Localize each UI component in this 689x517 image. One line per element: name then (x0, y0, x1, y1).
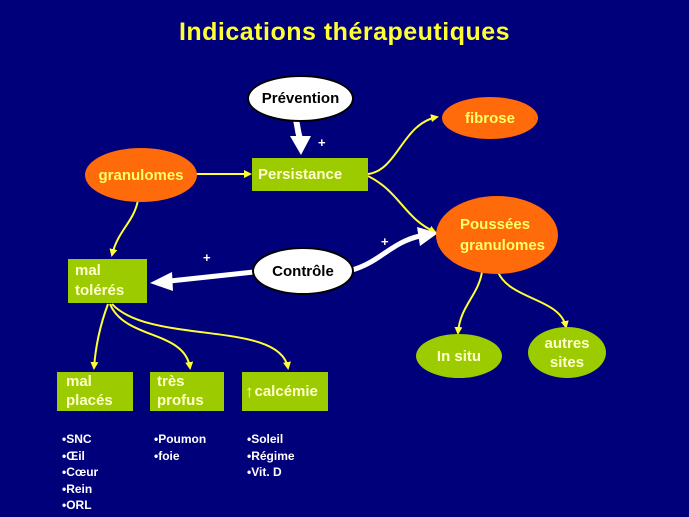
mal-toleres-line-2: tolérés (75, 282, 125, 299)
node-persistance: Persistance (252, 158, 368, 191)
arrow-granulomes-maltoleres (109, 199, 139, 257)
arrow-controle-maltoleres (169, 269, 255, 284)
arrow-maltoleres-calcemie (111, 303, 291, 370)
node-granulomes: granulomes (85, 148, 197, 202)
node-tres-profus: très profus (150, 372, 224, 411)
list-item: •Poumon (154, 432, 207, 446)
node-mal-places: mal placés (57, 372, 133, 411)
tres-profus-line-2: profus (157, 392, 204, 409)
arrow-maltoleres-tresprofus (109, 303, 194, 370)
page-title: Indications thérapeutiques (178, 18, 511, 46)
list-item: •Rein (62, 481, 93, 496)
arrow-prevention-persistance (293, 119, 303, 140)
node-autres-sites: autres sites (528, 327, 606, 378)
node-poussees: Poussées granulomes (436, 196, 558, 274)
tres-profus-line-1: très (157, 373, 185, 390)
arrowhead-controle-right (417, 227, 438, 246)
list-item: •Œil (62, 448, 85, 463)
list-item: •Soleil (247, 432, 284, 446)
arrowhead-prevention (290, 136, 311, 155)
poussees-line-2: granulomes (460, 237, 546, 254)
list-item: •SNC (62, 432, 92, 446)
list-item: •ORL (62, 498, 92, 512)
list-item: •Régime (247, 448, 295, 463)
controle-plus-sign-right: + (381, 234, 389, 249)
arrowhead-controle-left (150, 272, 173, 291)
autres-sites-line-2: sites (549, 353, 585, 371)
list-calcemie: •Soleil •Régime •Vit. D (247, 431, 295, 481)
node-fibrose: fibrose (442, 97, 538, 139)
arrow-poussees-insitu (454, 271, 483, 335)
list-tres-profus: •Poumon •foie (154, 431, 206, 464)
arrow-maltoleres-malplaces (90, 303, 109, 370)
list-item: •Vit. D (247, 465, 282, 479)
autres-sites-line-1: autres (544, 334, 590, 352)
prevention-plus-sign: + (318, 135, 326, 150)
node-calcemie: ↑ calcémie (242, 372, 328, 411)
up-arrow-icon: ↑ (245, 381, 254, 401)
node-prevention: Prévention (247, 75, 354, 122)
calcemie-label: calcémie (254, 382, 318, 400)
list-item: •Cœur (62, 465, 99, 479)
arrow-poussees-autressites (497, 271, 569, 329)
list-mal-places: •SNC •Œil •Cœur •Rein •ORL (62, 431, 98, 514)
list-item: •foie (154, 448, 180, 463)
mal-places-line-2: placés (66, 392, 113, 409)
controle-plus-sign-left: + (203, 250, 211, 265)
mal-places-line-1: mal (66, 373, 92, 390)
node-mal-toleres: mal tolérés (68, 259, 147, 303)
mal-toleres-line-1: mal (75, 262, 101, 279)
arrow-persistance-poussees (367, 175, 437, 234)
node-controle: Contrôle (252, 247, 354, 295)
poussees-line-1: Poussées (460, 216, 531, 233)
arrow-controle-poussees (351, 233, 421, 273)
arrow-persistance-fibrose (367, 114, 439, 175)
node-in-situ: In situ (416, 334, 502, 378)
